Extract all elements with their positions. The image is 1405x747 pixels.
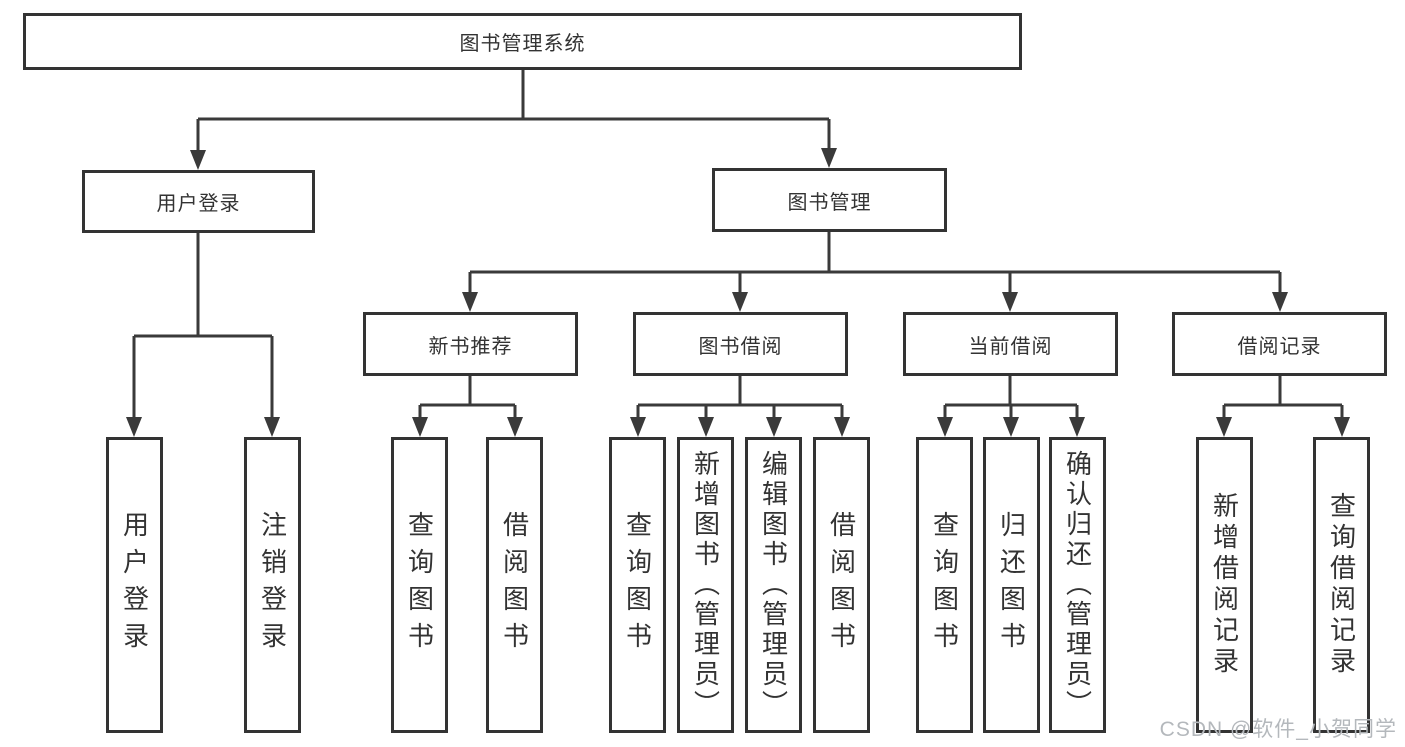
arrowhead-icon <box>190 150 206 170</box>
leaf-br-add-record-label: 新增借阅记录 <box>1209 492 1240 678</box>
node-book-borrowing-label: 图书借阅 <box>698 335 783 358</box>
leaf-bb-add-books-admin-label: 新增图书（管理员） <box>690 450 721 720</box>
leaf-bb-edit-books-admin: 编辑图书（管理员） <box>745 437 802 733</box>
csdn-watermark: CSDN @软件_小贺同学 <box>1159 718 1397 741</box>
leaf-br-add-record: 新增借阅记录 <box>1196 437 1253 733</box>
leaf-rec-query-books: 查询图书 <box>391 437 448 733</box>
leaf-logout-label: 注销登录 <box>257 511 288 659</box>
arrowhead-icon <box>1003 417 1019 437</box>
leaf-user-login: 用户登录 <box>106 437 163 733</box>
leaf-bb-borrow-books-label: 借阅图书 <box>826 511 857 659</box>
connector-book-borrowing-leaves <box>636 376 844 420</box>
arrowhead-icon <box>507 417 523 437</box>
connector-root-to-level2 <box>196 70 831 152</box>
arrowhead-icon <box>412 417 428 437</box>
leaf-cb-confirm-return-admin: 确认归还（管理员） <box>1049 437 1106 733</box>
leaf-cb-return-books: 归还图书 <box>983 437 1040 733</box>
node-new-book-recommendation: 新书推荐 <box>363 312 578 376</box>
leaf-logout: 注销登录 <box>244 437 301 733</box>
arrowhead-icon <box>732 292 748 312</box>
arrowhead-icon <box>630 417 646 437</box>
leaf-cb-return-books-label: 归还图书 <box>996 511 1027 659</box>
leaf-bb-borrow-books: 借阅图书 <box>813 437 870 733</box>
leaf-user-login-label: 用户登录 <box>119 511 150 659</box>
arrowhead-icon <box>698 417 714 437</box>
node-user-login-branch: 用户登录 <box>82 170 315 233</box>
arrowhead-icon <box>1069 417 1085 437</box>
arrowhead-icon <box>126 417 142 437</box>
leaf-cb-query-books: 查询图书 <box>916 437 973 733</box>
node-book-management-branch: 图书管理 <box>712 168 947 232</box>
arrowhead-icon <box>264 417 280 437</box>
connector-user-login-leaves <box>132 233 274 420</box>
leaf-rec-borrow-books: 借阅图书 <box>486 437 543 733</box>
arrowhead-icon <box>821 148 837 168</box>
leaf-bb-query-books: 查询图书 <box>609 437 666 733</box>
leaf-bb-query-books-label: 查询图书 <box>622 511 653 659</box>
connector-current-borrowing-leaves <box>943 376 1079 420</box>
arrowhead-icon <box>834 417 850 437</box>
leaf-cb-confirm-return-admin-label: 确认归还（管理员） <box>1062 450 1093 720</box>
node-current-borrowing-label: 当前借阅 <box>968 335 1053 358</box>
node-book-management-branch-label: 图书管理 <box>787 191 872 214</box>
leaf-rec-borrow-books-label: 借阅图书 <box>499 511 530 659</box>
arrowhead-icon <box>462 292 478 312</box>
leaf-bb-edit-books-admin-label: 编辑图书（管理员） <box>758 450 789 720</box>
node-borrowing-records-label: 借阅记录 <box>1237 335 1322 358</box>
leaf-br-query-record-label: 查询借阅记录 <box>1326 492 1357 678</box>
leaf-br-query-record: 查询借阅记录 <box>1313 437 1370 733</box>
leaf-bb-add-books-admin: 新增图书（管理员） <box>677 437 734 733</box>
node-book-borrowing: 图书借阅 <box>633 312 848 376</box>
node-new-book-recommendation-label: 新书推荐 <box>428 335 513 358</box>
arrowhead-icon <box>1272 292 1288 312</box>
arrowhead-icon <box>937 417 953 437</box>
arrowhead-icon <box>766 417 782 437</box>
connector-new-book-rec-leaves <box>418 376 517 420</box>
connector-borrowing-records-leaves <box>1222 376 1344 420</box>
leaf-rec-query-books-label: 查询图书 <box>404 511 435 659</box>
node-borrowing-records: 借阅记录 <box>1172 312 1387 376</box>
leaf-cb-query-books-label: 查询图书 <box>929 511 960 659</box>
arrowhead-icon <box>1334 417 1350 437</box>
arrowhead-icon <box>1216 417 1232 437</box>
arrowhead-icon <box>1002 292 1018 312</box>
node-root-system: 图书管理系统 <box>23 13 1022 70</box>
node-current-borrowing: 当前借阅 <box>903 312 1118 376</box>
node-user-login-branch-label: 用户登录 <box>156 193 241 215</box>
node-root-system-label: 图书管理系统 <box>459 33 586 55</box>
connector-book-mgmt-to-level3 <box>468 232 1282 295</box>
